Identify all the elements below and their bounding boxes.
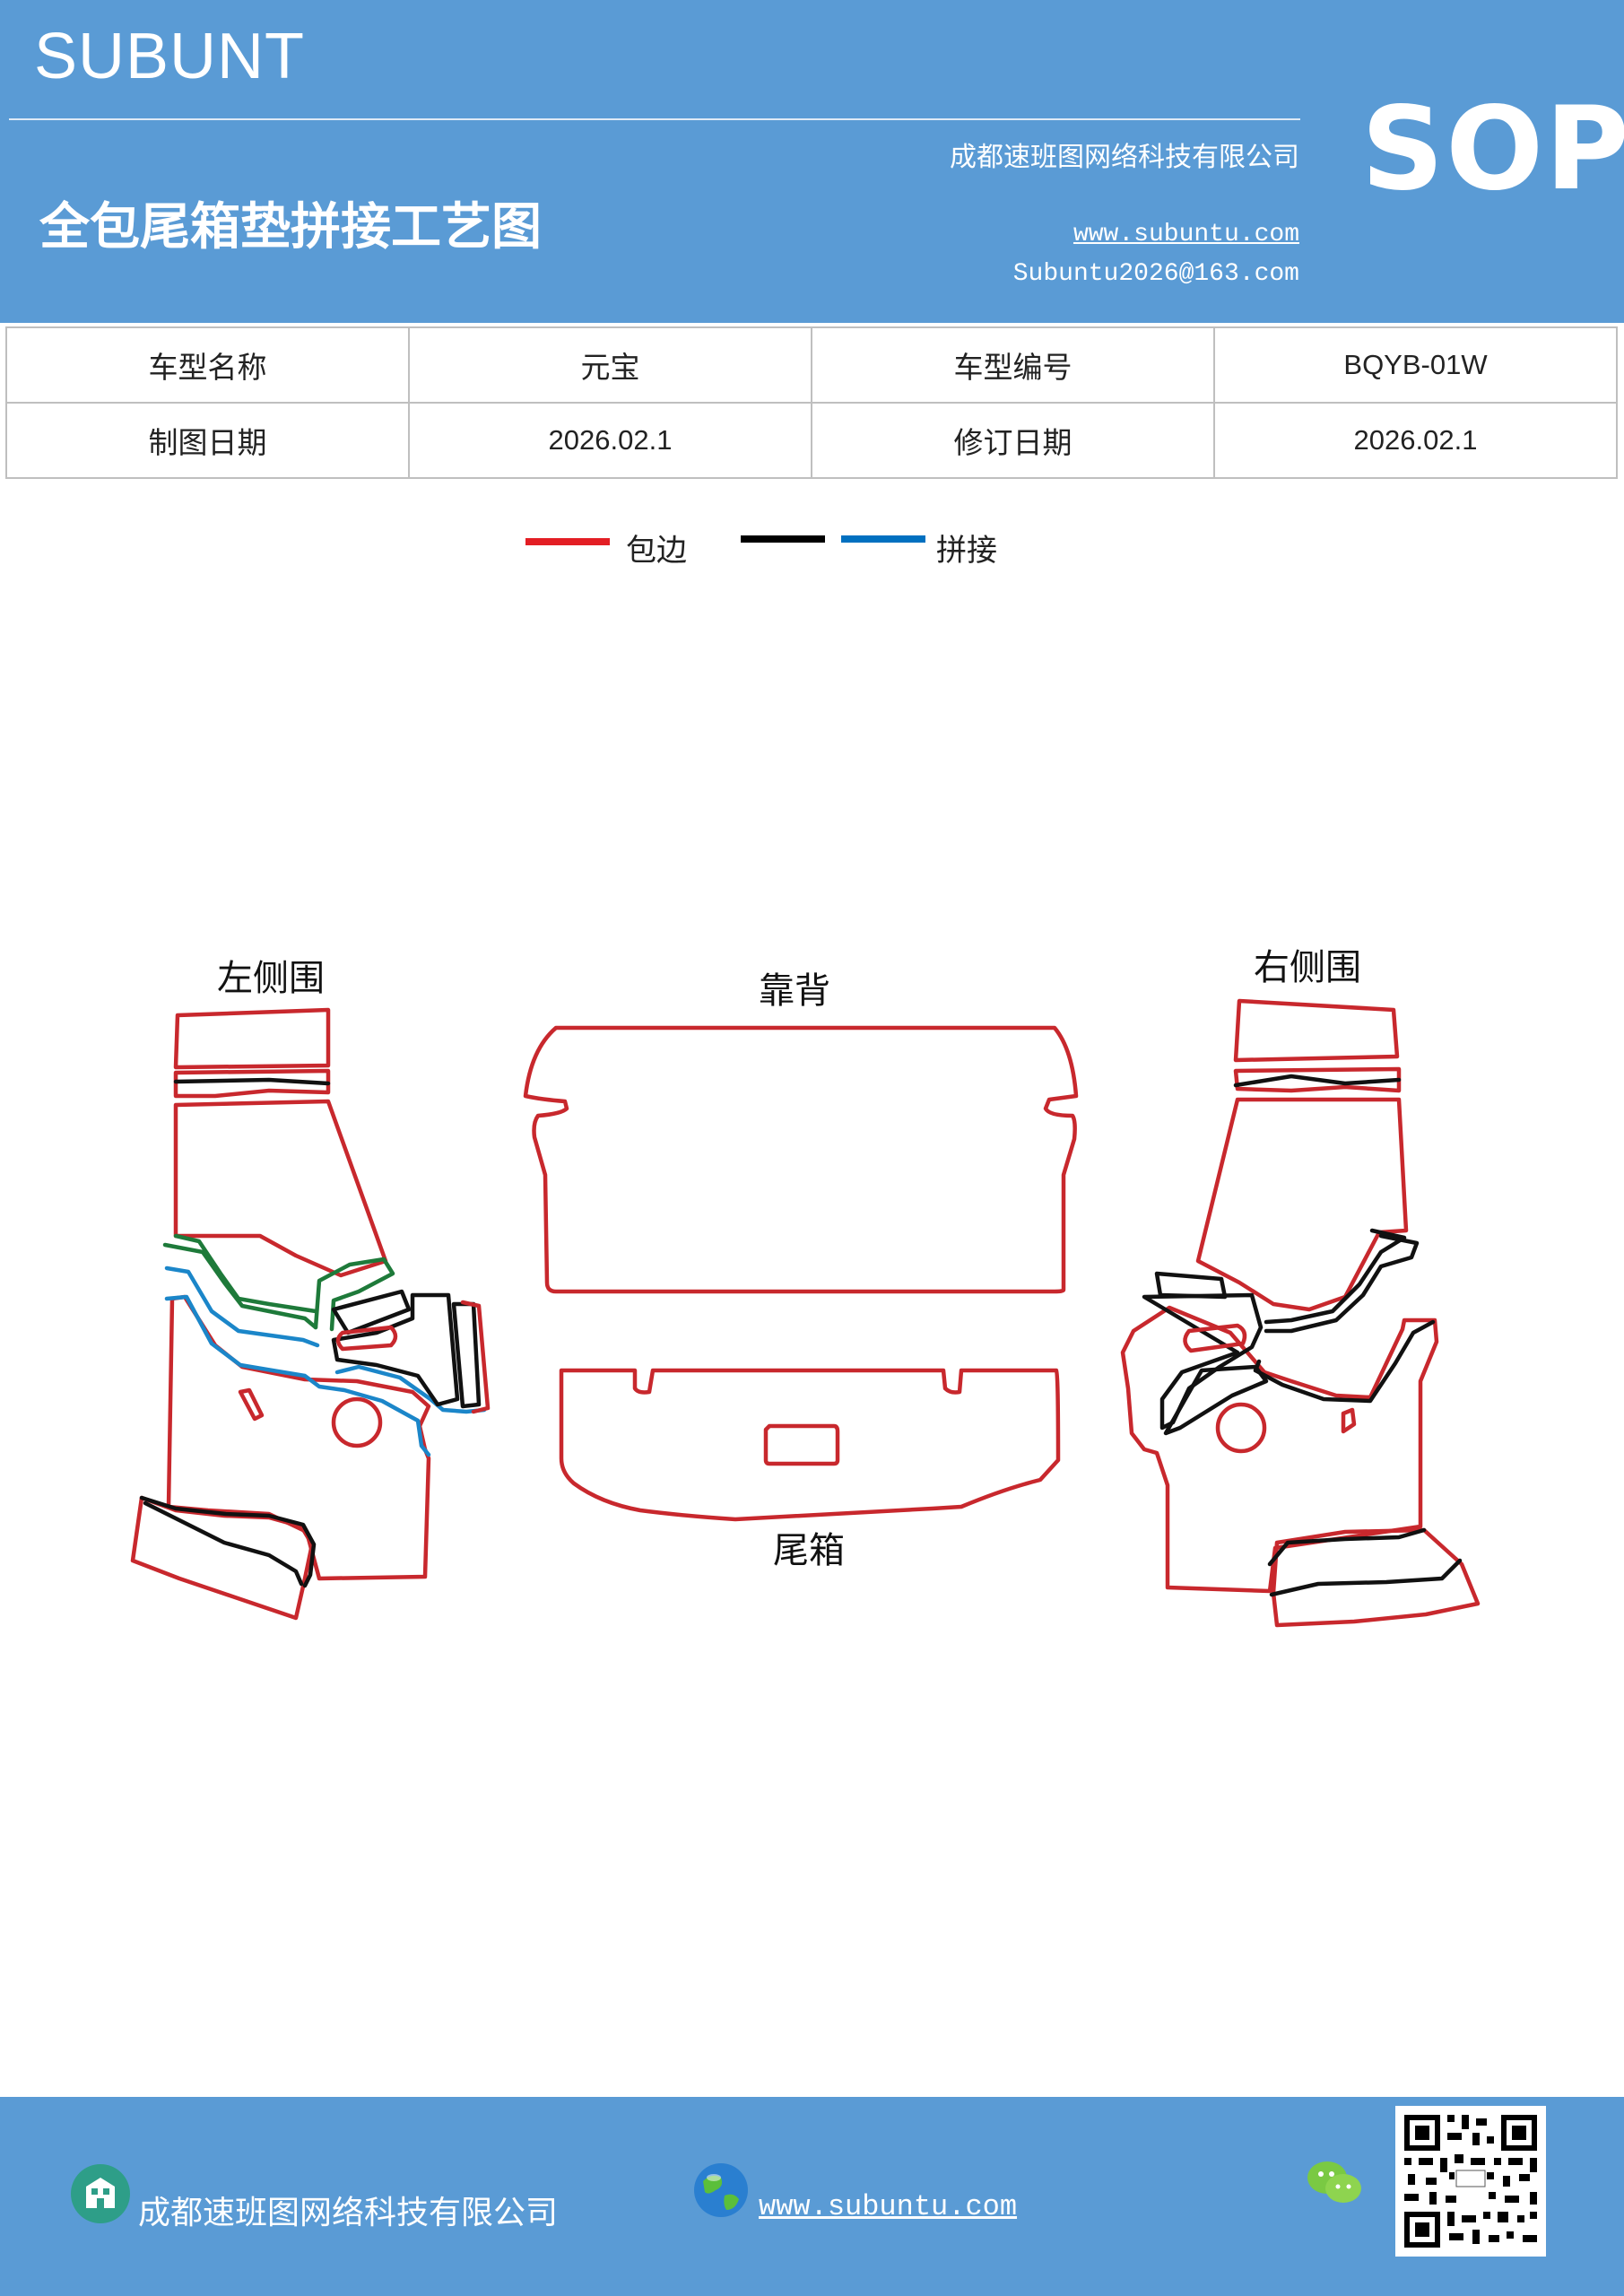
- right-thin-strip: [1233, 1066, 1402, 1093]
- model-name-value: 元宝: [408, 326, 812, 404]
- backrest-panel: [523, 1025, 1079, 1294]
- website-link[interactable]: www.subuntu.com: [1073, 221, 1299, 248]
- legend-swatch-black: [741, 535, 825, 543]
- document-title: 全包尾箱垫拼接工艺图: [39, 197, 542, 257]
- left-blue-seam-3: [334, 1364, 487, 1414]
- draw-date-value: 2026.02.1: [408, 402, 812, 479]
- brand-logo-text: SUBUNT: [34, 21, 306, 92]
- left-insert-red: [460, 1300, 491, 1414]
- legend-swatch-red: [525, 538, 610, 545]
- right-small-slot: [1341, 1407, 1357, 1434]
- model-code-value: BQYB-01W: [1213, 326, 1618, 404]
- left-insert-part: [331, 1289, 412, 1335]
- left-small-slot: [238, 1387, 265, 1422]
- building-icon: [71, 2164, 130, 2223]
- left-thin-strip-seam: [173, 1077, 331, 1086]
- left-green-seam-1: [162, 1242, 318, 1330]
- draw-date-label: 制图日期: [5, 402, 410, 479]
- right-black-seam-2: [1264, 1228, 1407, 1325]
- company-name: 成都速班图网络科技有限公司: [950, 142, 1299, 173]
- table-row: 制图日期 2026.02.1 修订日期 2026.02.1: [5, 402, 1618, 479]
- left-foot-seam: [139, 1495, 317, 1588]
- left-foot-piece: [130, 1495, 315, 1621]
- right-top-strip: [1233, 998, 1400, 1063]
- left-round-hole: [331, 1396, 383, 1448]
- left-side-panel: [130, 1007, 491, 1621]
- legend-label-seam: 拼接: [936, 533, 997, 569]
- label-right-side: 右侧围: [1254, 947, 1361, 988]
- trunk-outline: [559, 1368, 1061, 1522]
- right-insert-part: [1154, 1271, 1228, 1300]
- legend-swatch-blue: [841, 535, 925, 543]
- right-black-seam-3: [1253, 1319, 1436, 1404]
- right-round-hole: [1215, 1402, 1267, 1454]
- footer-website-link[interactable]: www.subuntu.com: [759, 2190, 1018, 2223]
- left-upper-body: [173, 1099, 388, 1278]
- right-black-seam-1: [1264, 1233, 1420, 1334]
- sop-badge: SOP: [1361, 83, 1624, 216]
- label-backrest: 靠背: [759, 970, 830, 1012]
- left-blue-seam-1: [164, 1294, 431, 1457]
- left-green-seam-2: [173, 1233, 318, 1314]
- footer-company-name: 成都速班图网络科技有限公司: [138, 2195, 559, 2231]
- left-blue-seam-2: [164, 1265, 320, 1348]
- table-row: 车型名称 元宝 车型编号 BQYB-01W: [5, 326, 1618, 404]
- qr-code: [1395, 2106, 1546, 2257]
- right-upper-body: [1195, 1097, 1409, 1312]
- header-divider: [9, 118, 1300, 120]
- right-foot-piece: [1271, 1527, 1481, 1628]
- left-thin-strip: [173, 1068, 331, 1099]
- trunk-floor-panel: [559, 1368, 1061, 1522]
- right-thin-strip-seam: [1233, 1074, 1402, 1088]
- model-name-label: 车型名称: [5, 326, 410, 404]
- cutting-diagram: 左侧围 靠背 右侧围 尾箱: [130, 947, 1481, 1628]
- right-side-panel: [1120, 998, 1481, 1628]
- right-insert-part-3: [1163, 1364, 1269, 1436]
- label-left-side: 左侧围: [217, 958, 325, 999]
- right-lower-body: [1120, 1305, 1439, 1594]
- model-code-label: 车型编号: [811, 326, 1215, 404]
- trunk-handle-slot: [763, 1423, 840, 1466]
- left-foot-seam-2: [143, 1500, 304, 1587]
- right-foot-seam-2: [1269, 1558, 1463, 1597]
- right-foot-seam: [1267, 1527, 1427, 1567]
- left-green-seam-3: [313, 1257, 395, 1332]
- revision-date-label: 修订日期: [811, 402, 1215, 479]
- right-slot: [1183, 1323, 1247, 1353]
- left-slot: [335, 1325, 398, 1352]
- email-address: Subuntu2026@163.com: [1012, 260, 1299, 288]
- revision-date-value: 2026.02.1: [1213, 402, 1618, 479]
- vehicle-info-table: 车型名称 元宝 车型编号 BQYB-01W 制图日期 2026.02.1 修订日…: [5, 326, 1618, 479]
- wechat-icon: [1307, 2161, 1361, 2203]
- header-banner: SUBUNT 全包尾箱垫拼接工艺图 成都速班图网络科技有限公司 www.subu…: [0, 0, 1624, 323]
- legend-label-edge: 包边: [626, 533, 687, 569]
- backrest-outline: [523, 1025, 1079, 1294]
- globe-icon: [694, 2163, 748, 2217]
- label-trunk-floor: 尾箱: [773, 1530, 845, 1571]
- left-top-strip: [173, 1007, 331, 1070]
- footer-banner: 成都速班图网络科技有限公司 www.subuntu.com: [0, 2097, 1624, 2296]
